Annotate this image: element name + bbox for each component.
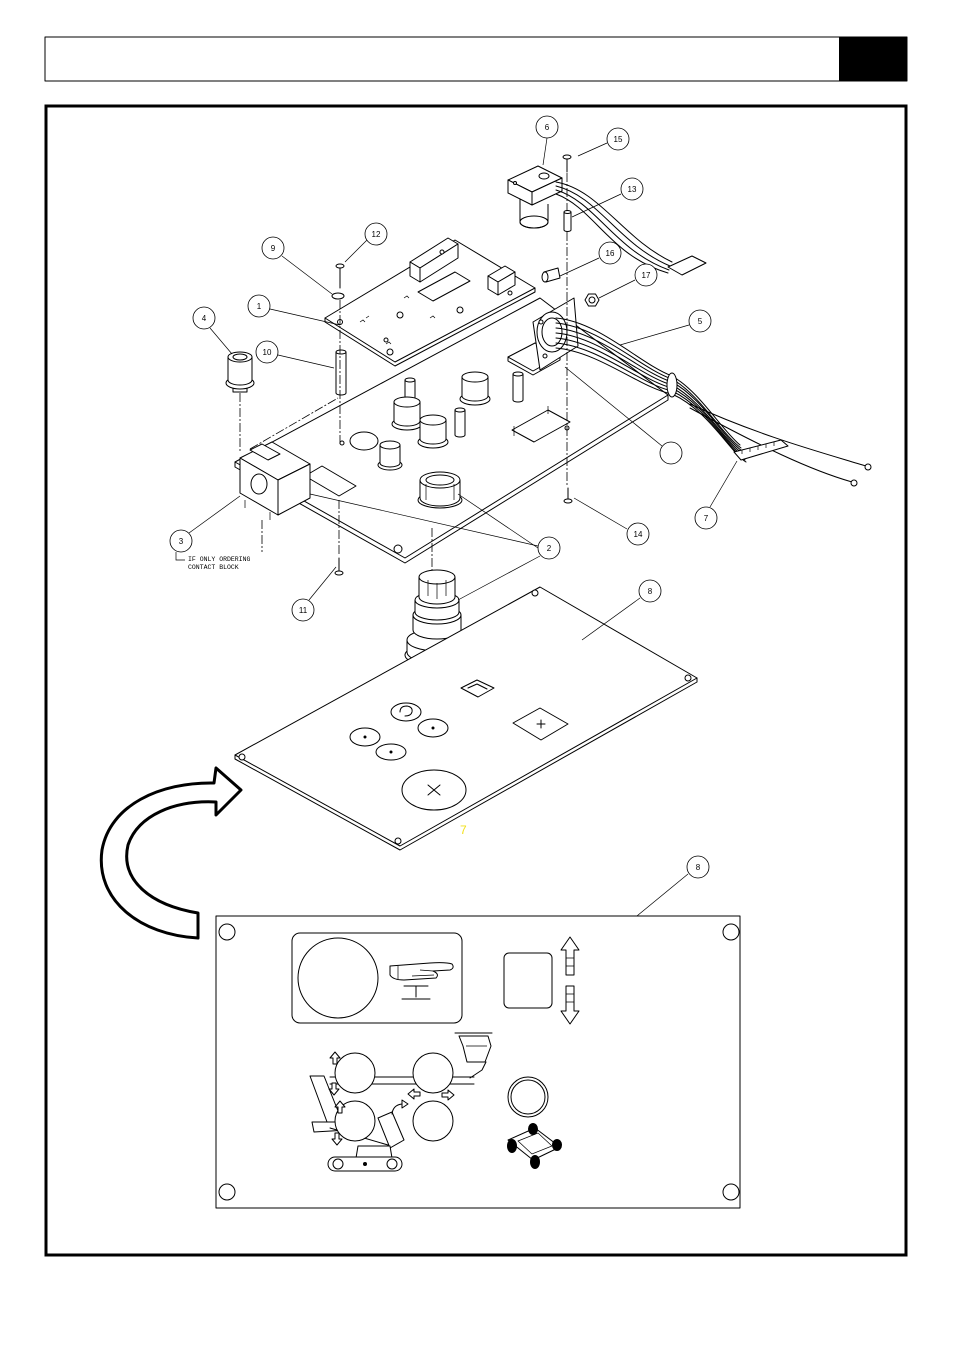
standoff bbox=[336, 350, 346, 395]
svg-text:13: 13 bbox=[628, 185, 637, 194]
screw bbox=[564, 488, 572, 503]
exploded-assembly: 6 15 13 12 9 16 17 1 4 5 10 7 14 3 2 11 … bbox=[170, 116, 871, 925]
callout-14: 14 bbox=[627, 523, 649, 545]
mounting-hole bbox=[723, 1184, 739, 1200]
nut bbox=[585, 294, 599, 306]
svg-text:14: 14 bbox=[634, 530, 643, 539]
svg-text:5: 5 bbox=[698, 317, 703, 326]
switch bbox=[392, 397, 422, 430]
svg-text:3: 3 bbox=[179, 537, 184, 546]
estop-button-outline bbox=[298, 938, 378, 1018]
svg-text:1: 1 bbox=[257, 302, 262, 311]
callout-2: 2 bbox=[538, 537, 560, 559]
stray-label: 7 bbox=[460, 823, 467, 837]
boom-function-button bbox=[335, 1053, 375, 1093]
callout-17: 17 bbox=[635, 264, 657, 286]
standoff bbox=[513, 372, 523, 402]
callout-12: 12 bbox=[365, 223, 387, 245]
drive-button bbox=[508, 1077, 548, 1117]
tilt-sensor bbox=[508, 166, 562, 228]
svg-text:8: 8 bbox=[696, 863, 701, 872]
standoff bbox=[455, 408, 465, 437]
boom-function-button bbox=[413, 1053, 453, 1093]
mounting-hole bbox=[723, 924, 739, 940]
callout-blank bbox=[660, 442, 682, 464]
svg-text:12: 12 bbox=[372, 230, 381, 239]
switch-cutout bbox=[350, 432, 378, 450]
decal-plate bbox=[235, 587, 697, 850]
header-page-tab bbox=[839, 37, 907, 81]
callout-8-decal: 8 bbox=[639, 580, 661, 602]
callout-7: 7 bbox=[695, 507, 717, 529]
curved-arrow-icon bbox=[101, 768, 241, 938]
mounting-plate bbox=[235, 298, 668, 563]
header-bar bbox=[45, 37, 907, 81]
svg-text:6: 6 bbox=[545, 123, 550, 132]
svg-text:8: 8 bbox=[648, 587, 653, 596]
cable-tie bbox=[667, 373, 677, 397]
callout-8-detail: 8 bbox=[687, 856, 709, 878]
screw bbox=[336, 264, 344, 288]
svg-text:10: 10 bbox=[263, 348, 272, 357]
callout-15: 15 bbox=[607, 128, 629, 150]
callout-3: 3 bbox=[170, 530, 192, 552]
svg-text:4: 4 bbox=[202, 314, 207, 323]
switch bbox=[378, 441, 402, 470]
washer bbox=[332, 293, 344, 299]
contact-block-note: IF ONLY ORDERING CONTACT BLOCK bbox=[188, 556, 251, 571]
svg-text:2: 2 bbox=[547, 544, 552, 553]
note-line-2: CONTACT BLOCK bbox=[188, 564, 239, 571]
svg-text:17: 17 bbox=[642, 271, 651, 280]
pin bbox=[542, 268, 560, 282]
callout-5: 5 bbox=[689, 310, 711, 332]
svg-text:11: 11 bbox=[299, 606, 308, 615]
callout-11: 11 bbox=[292, 599, 314, 621]
pushbutton bbox=[226, 352, 254, 392]
callout-6: 6 bbox=[536, 116, 558, 138]
callout-10: 10 bbox=[256, 341, 278, 363]
decal-detail-panel bbox=[216, 916, 740, 1208]
callout-4: 4 bbox=[193, 307, 215, 329]
svg-text:9: 9 bbox=[271, 244, 276, 253]
emergency-stop-legend bbox=[292, 933, 462, 1023]
mounting-hole bbox=[219, 924, 235, 940]
note-line-1: IF ONLY ORDERING bbox=[188, 556, 251, 563]
screw bbox=[563, 155, 571, 172]
emergency-stop-switch-body bbox=[418, 472, 462, 508]
sensor-connector bbox=[668, 256, 706, 275]
callout-9: 9 bbox=[262, 237, 284, 259]
switch bbox=[418, 415, 448, 448]
standoff bbox=[564, 211, 571, 232]
boom-function-button bbox=[413, 1101, 453, 1141]
svg-text:15: 15 bbox=[614, 135, 623, 144]
svg-text:16: 16 bbox=[606, 249, 615, 258]
callout-16: 16 bbox=[599, 242, 621, 264]
switch bbox=[460, 372, 490, 405]
harness-connector bbox=[734, 440, 788, 460]
lift-control-window bbox=[504, 953, 552, 1008]
mounting-hole bbox=[219, 1184, 235, 1200]
callout-1: 1 bbox=[248, 295, 270, 317]
screw bbox=[335, 558, 343, 575]
svg-text:7: 7 bbox=[704, 514, 709, 523]
callout-13: 13 bbox=[621, 178, 643, 200]
